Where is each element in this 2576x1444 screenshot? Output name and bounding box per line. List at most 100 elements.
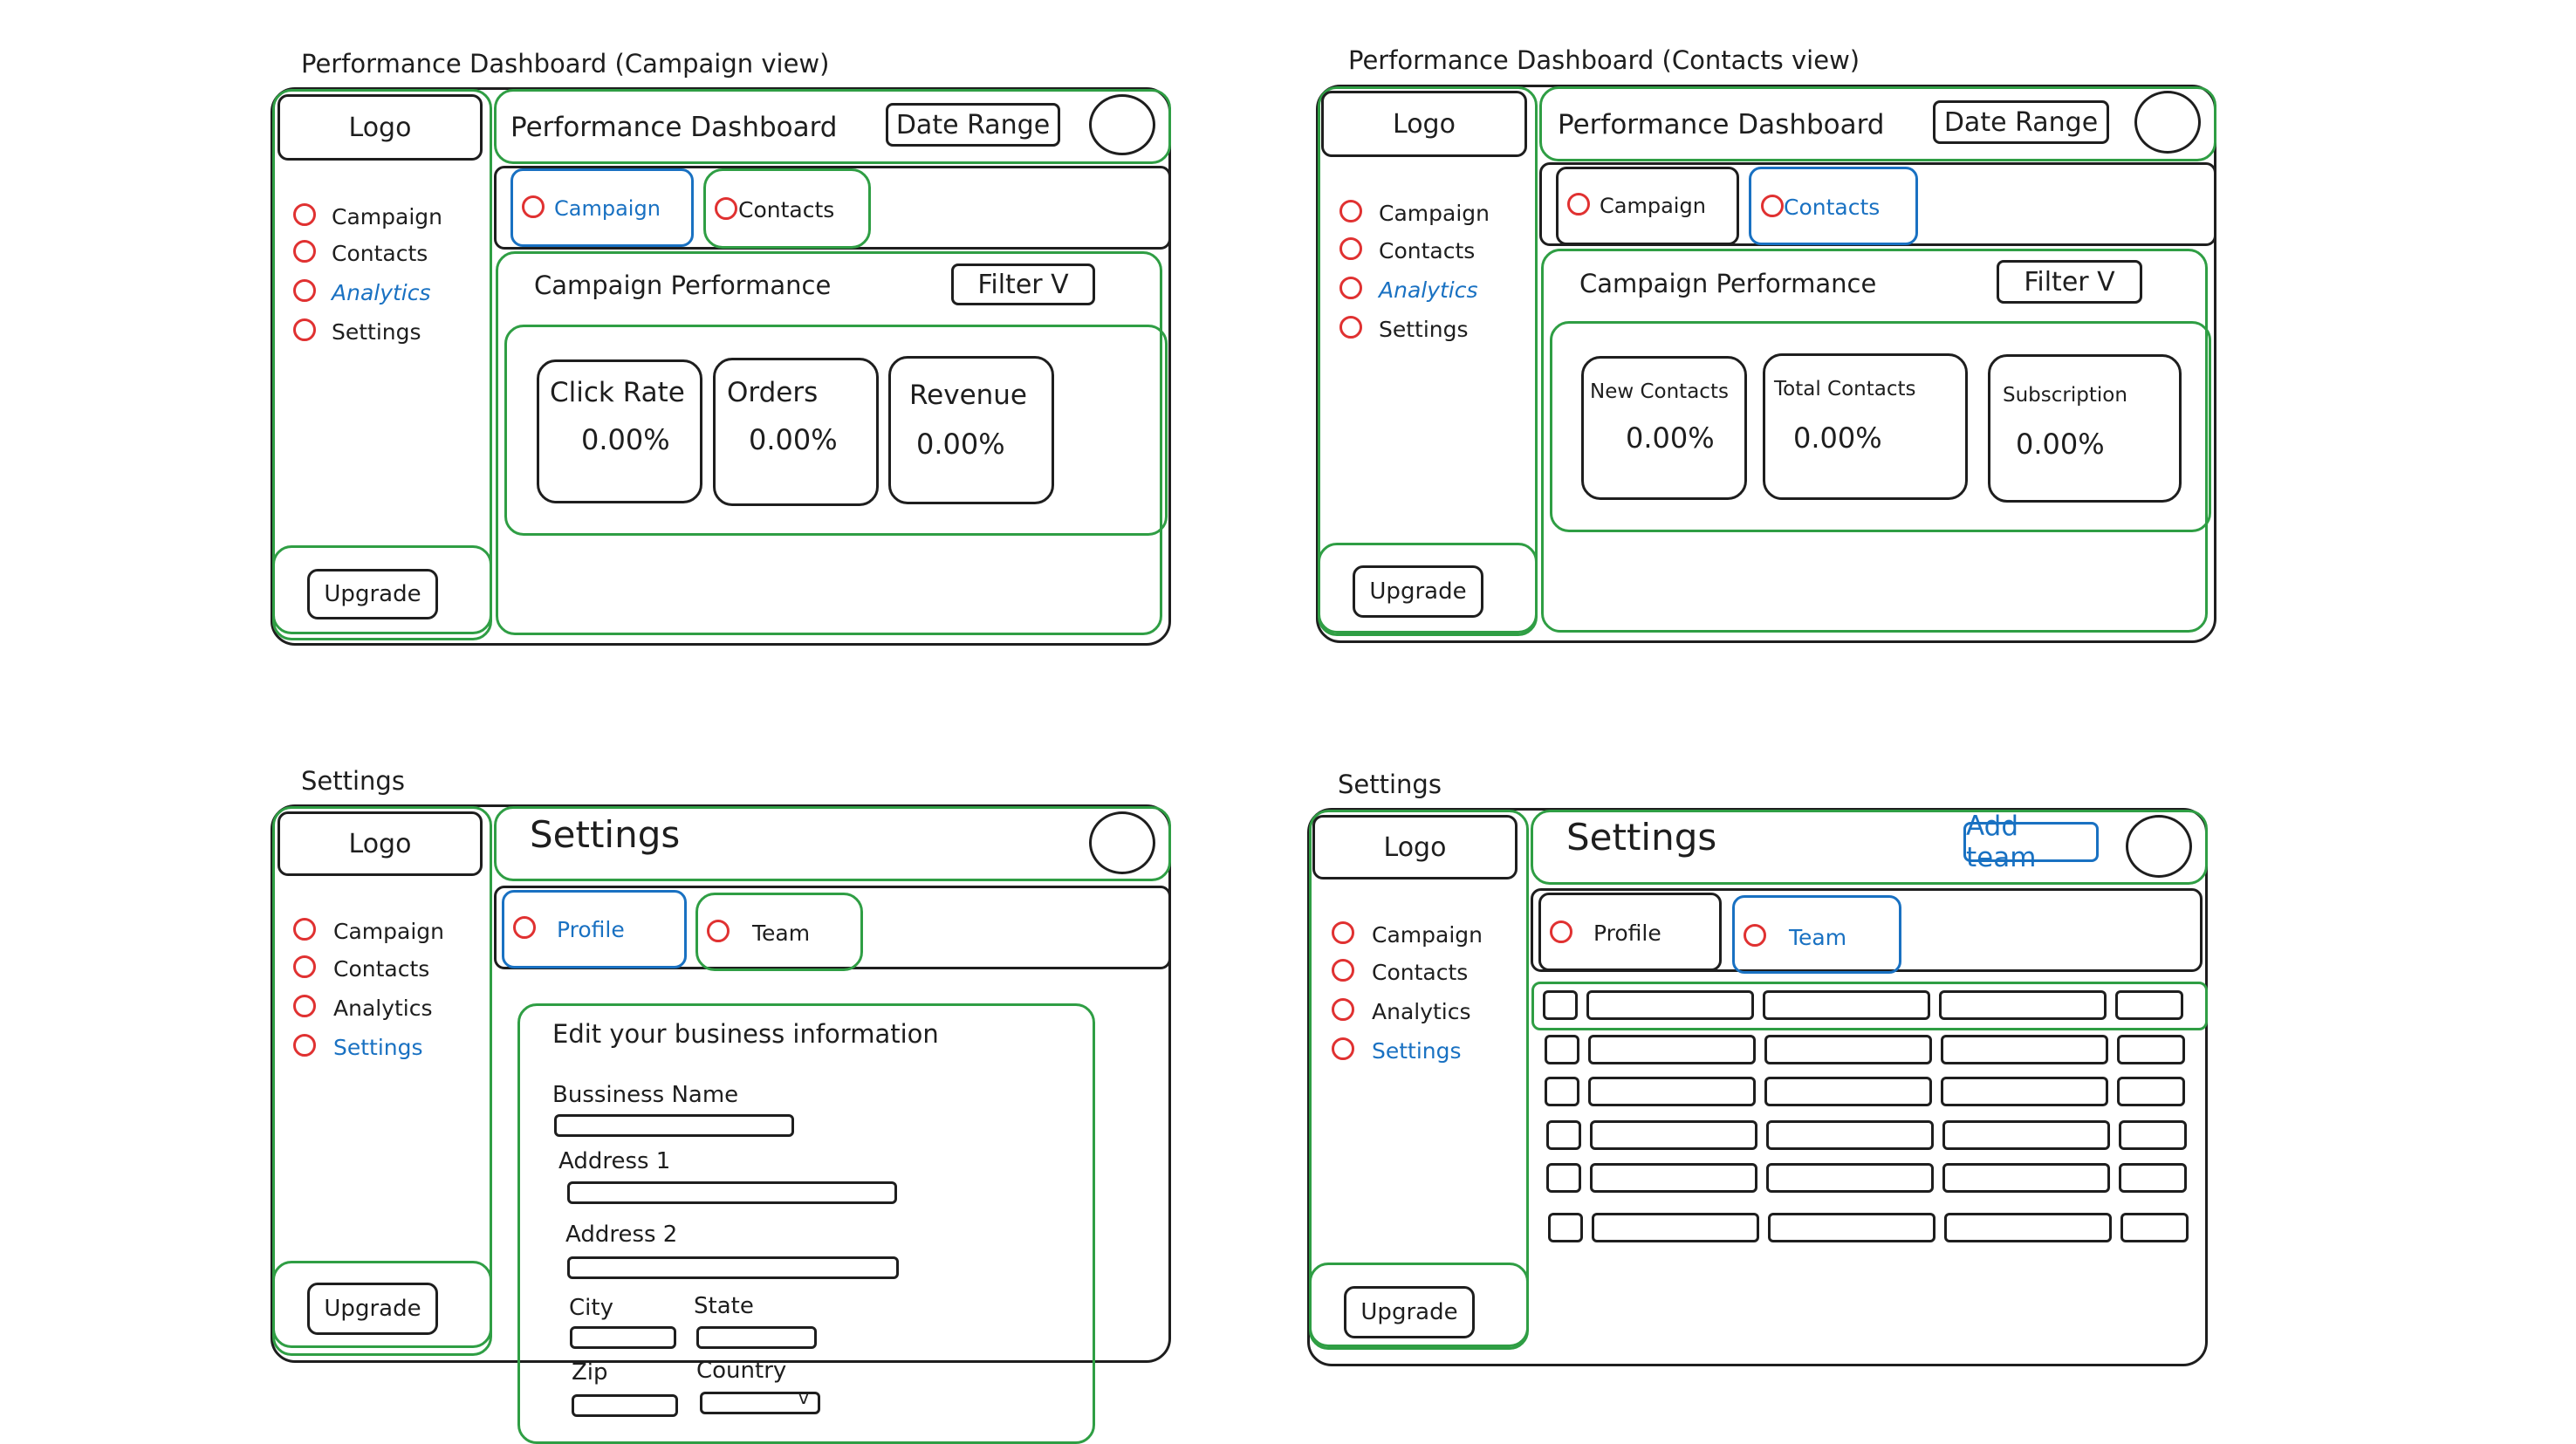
upgrade-area xyxy=(272,545,492,634)
table-row-checkbox[interactable] xyxy=(1545,1035,1579,1064)
table-cell xyxy=(1590,1163,1757,1193)
logo: Logo xyxy=(1321,91,1527,157)
table-header-cell xyxy=(1763,990,1930,1020)
upgrade-button[interactable]: Upgrade xyxy=(307,1283,438,1335)
page-title: Performance Dashboard xyxy=(1558,109,1885,140)
table-cell xyxy=(1764,1035,1932,1064)
metrics-panel xyxy=(504,325,1168,536)
date-range-button[interactable]: Date Range xyxy=(886,103,1060,147)
zip-label: Zip xyxy=(572,1359,608,1386)
table-row-checkbox[interactable] xyxy=(1546,1120,1581,1150)
logo: Logo xyxy=(1312,815,1518,879)
date-range-button[interactable]: Date Range xyxy=(1933,100,2109,144)
filter-button[interactable]: Filter V xyxy=(951,263,1095,305)
sidebar-item-campaign[interactable]: Campaign xyxy=(1372,922,1483,948)
avatar[interactable] xyxy=(2134,91,2201,154)
tab-profile[interactable] xyxy=(1538,893,1722,971)
tab-profile[interactable] xyxy=(502,890,687,968)
table-cell xyxy=(1590,1120,1757,1150)
sidebar-item-contacts[interactable]: Contacts xyxy=(333,956,430,982)
country-select[interactable] xyxy=(700,1392,820,1414)
table-cell xyxy=(1942,1163,2110,1193)
table-cell xyxy=(1588,1077,1756,1106)
sidebar-item-campaign[interactable]: Campaign xyxy=(333,919,444,944)
tab-contacts-label: Contacts xyxy=(738,197,835,222)
table-cell xyxy=(2117,1077,2185,1106)
sidebar-item-settings[interactable]: Settings xyxy=(1372,1038,1462,1064)
sidebar-item-analytics[interactable]: Analytics xyxy=(1372,999,1471,1024)
tab-profile-icon xyxy=(1550,920,1572,943)
sidebar-item-campaign[interactable]: Campaign xyxy=(1379,201,1490,226)
table-row-checkbox[interactable] xyxy=(1545,1077,1579,1106)
campaign-icon xyxy=(293,918,316,941)
content-panel xyxy=(496,251,1162,635)
address2-input[interactable] xyxy=(567,1256,899,1279)
metric-label-click-rate: Click Rate xyxy=(550,377,685,408)
tab-contacts-icon xyxy=(715,197,737,220)
table-cell xyxy=(2120,1213,2189,1242)
sidebar-item-contacts[interactable]: Contacts xyxy=(1379,238,1476,263)
table-cell xyxy=(1764,1077,1932,1106)
sidebar-item-analytics[interactable]: Analytics xyxy=(332,280,431,305)
upgrade-button[interactable]: Upgrade xyxy=(1344,1286,1475,1338)
window-settings-team xyxy=(1307,808,2208,1366)
state-label: State xyxy=(694,1293,754,1319)
table-cell xyxy=(1766,1163,1934,1193)
window-settings-profile xyxy=(271,804,1171,1363)
contacts-icon xyxy=(1332,959,1354,982)
address1-input[interactable] xyxy=(567,1181,897,1204)
filter-button[interactable]: Filter V xyxy=(1997,260,2142,304)
avatar[interactable] xyxy=(1089,811,1155,874)
upgrade-button[interactable]: Upgrade xyxy=(1353,565,1483,618)
tab-contacts[interactable] xyxy=(1749,167,1918,245)
tab-contacts[interactable] xyxy=(703,168,871,249)
metric-value-subscription: 0.00% xyxy=(2016,428,2105,461)
content-panel xyxy=(1541,249,2208,633)
sidebar-item-settings[interactable]: Settings xyxy=(1379,317,1469,342)
metric-label-new-contacts: New Contacts xyxy=(1590,380,1729,403)
chevron-down-icon[interactable]: v xyxy=(798,1387,809,1408)
table-cell xyxy=(1592,1213,1759,1242)
metric-value-new-contacts: 0.00% xyxy=(1626,421,1715,455)
tab-team[interactable] xyxy=(1732,895,1901,974)
analytics-icon xyxy=(293,995,316,1017)
table-cell xyxy=(1588,1035,1756,1064)
settings-icon xyxy=(1332,1037,1354,1060)
add-team-button[interactable]: Add team xyxy=(1963,811,2099,873)
table-header-highlight xyxy=(1531,982,2208,1030)
sidebar-item-analytics[interactable]: Analytics xyxy=(333,996,433,1021)
sidebar-item-analytics[interactable]: Analytics xyxy=(1379,277,1478,303)
address2-label: Address 2 xyxy=(565,1222,678,1248)
tab-team[interactable] xyxy=(695,893,863,971)
upgrade-button[interactable]: Upgrade xyxy=(307,569,438,619)
sidebar-item-contacts[interactable]: Contacts xyxy=(332,241,428,266)
tab-campaign[interactable] xyxy=(1556,167,1739,245)
sidebar-item-settings[interactable]: Settings xyxy=(332,319,421,345)
analytics-icon xyxy=(1339,277,1362,299)
sidebar-item-campaign[interactable]: Campaign xyxy=(332,204,442,229)
metric-value-orders: 0.00% xyxy=(749,423,838,456)
zip-input[interactable] xyxy=(572,1394,678,1417)
metric-card-orders xyxy=(713,358,879,506)
business-name-input[interactable] xyxy=(554,1114,794,1137)
table-cell xyxy=(1942,1120,2110,1150)
city-input[interactable] xyxy=(570,1326,676,1349)
metric-card-click-rate xyxy=(537,359,702,503)
state-input[interactable] xyxy=(696,1326,817,1349)
sidebar-item-contacts[interactable]: Contacts xyxy=(1372,960,1469,985)
avatar[interactable] xyxy=(1089,94,1155,155)
tab-bar xyxy=(1531,888,2203,972)
campaign-icon xyxy=(1332,921,1354,944)
contacts-icon xyxy=(1339,237,1362,260)
tab-contacts-label: Contacts xyxy=(1784,195,1881,220)
table-row-checkbox[interactable] xyxy=(1546,1163,1581,1193)
window-contacts xyxy=(1316,85,2216,643)
tab-profile-label: Profile xyxy=(557,917,625,942)
avatar[interactable] xyxy=(2126,815,2192,878)
table-row-checkbox[interactable] xyxy=(1548,1213,1583,1242)
sidebar-item-settings[interactable]: Settings xyxy=(333,1035,423,1060)
tab-campaign[interactable] xyxy=(510,168,694,247)
metric-label-subscription: Subscription xyxy=(2003,384,2127,407)
frame-title-settings-team: Settings xyxy=(1338,770,1442,799)
section-title: Campaign Performance xyxy=(1579,269,1877,298)
